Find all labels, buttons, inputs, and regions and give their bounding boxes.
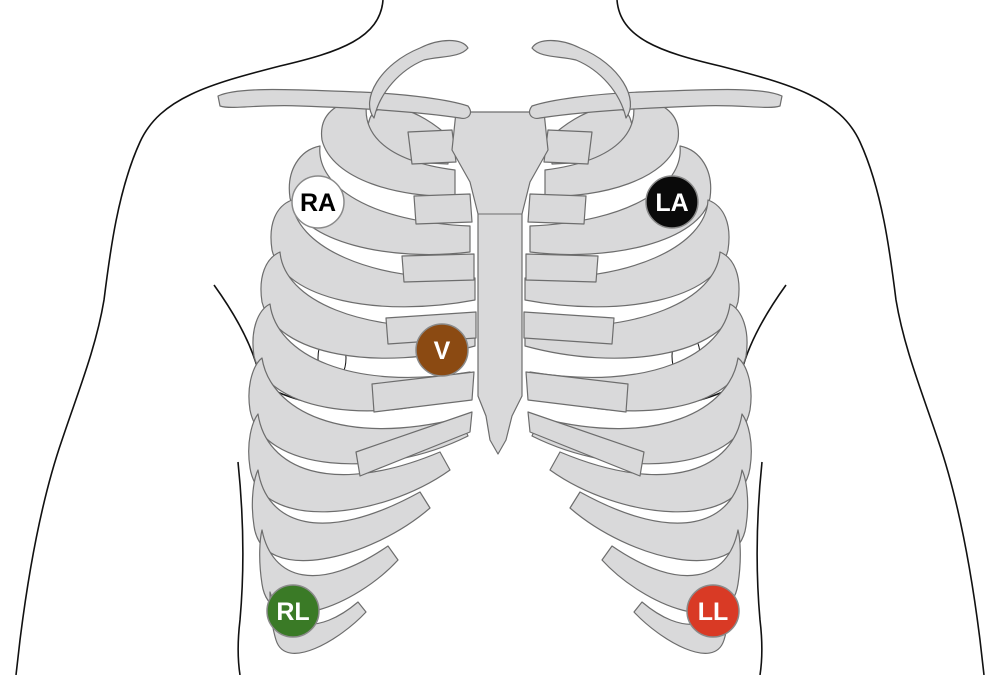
cartilage-right-2 [527, 193, 587, 225]
cartilage-left-6 [355, 411, 473, 477]
cartilage-right-1 [543, 129, 593, 165]
clavicle-right [528, 88, 783, 119]
electrode-ra-label: RA [300, 189, 336, 217]
right-torso-side-outline [756, 461, 763, 675]
electrode-v-label: V [434, 337, 451, 365]
rib-right-8 [549, 413, 752, 513]
cartilage-left-3 [401, 253, 475, 283]
cartilage-left-1 [407, 129, 457, 165]
electrode-rl-label: RL [276, 598, 309, 626]
electrode-rl-disc [266, 584, 320, 638]
rib-right-9 [569, 469, 749, 561]
rib-cage [217, 39, 783, 654]
electrode-ll-disc [686, 584, 740, 638]
electrode-v-disc [415, 323, 469, 377]
neck-shoulder-right-outline [616, 0, 985, 675]
rib-left-9 [251, 469, 431, 561]
sternum [451, 111, 549, 455]
electrode-rl: RL [266, 584, 320, 638]
rib-left-8 [248, 413, 451, 513]
electrode-v: V [415, 323, 469, 377]
first-rib-right [531, 39, 631, 119]
clavicle-left [217, 88, 472, 119]
cartilage-left-2 [413, 193, 473, 225]
electrode-ra: RA [291, 175, 345, 229]
rib-left-3 [288, 145, 471, 256]
electrode-ra-disc [291, 175, 345, 229]
cartilage-right-3 [525, 253, 599, 283]
costal-cartilages [355, 129, 645, 477]
cartilage-right-4 [523, 311, 615, 345]
electrodes: RA LA V RL LL [266, 175, 740, 638]
electrode-ll-label: LL [698, 598, 729, 626]
electrode-ll: LL [686, 584, 740, 638]
neck-shoulder-left-outline [15, 0, 384, 675]
first-rib-left [369, 39, 469, 119]
cartilage-right-5 [525, 371, 629, 413]
electrode-la-label: LA [655, 189, 688, 217]
electrode-la-disc [645, 175, 699, 229]
left-torso-side-outline [237, 461, 244, 675]
electrode-la: LA [645, 175, 699, 229]
cartilage-right-6 [527, 411, 645, 477]
